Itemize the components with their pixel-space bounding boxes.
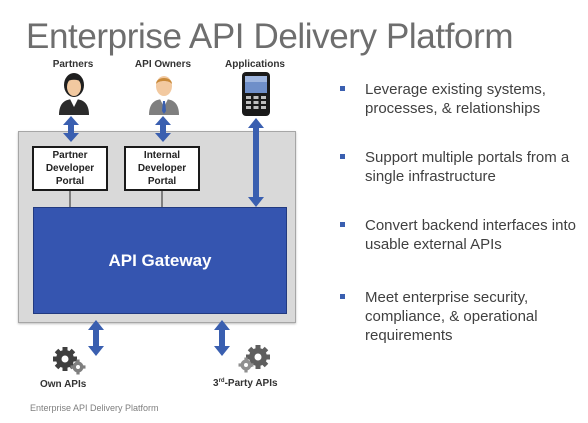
- bullet-text: Leverage existing systems, processes, & …: [365, 81, 546, 117]
- bullet-marker-icon: [340, 154, 345, 159]
- own-apis-gear-icon: [53, 347, 86, 375]
- caption: Enterprise API Delivery Platform: [30, 403, 159, 413]
- actor-label-applications: Applications: [224, 59, 285, 70]
- bullet-marker-icon: [340, 294, 345, 299]
- api-gateway: API Gateway: [33, 207, 287, 314]
- third-party-suffix: -Party APIs: [224, 378, 278, 389]
- third-party-apis-gear-icon: [238, 345, 270, 373]
- partner-developer-portal: Partner Developer Portal: [32, 146, 108, 191]
- mobile-phone-icon: [242, 72, 270, 116]
- partner-person-icon: [59, 73, 89, 115]
- bullet-marker-icon: [340, 86, 345, 91]
- page-title: Enterprise API Delivery Platform: [26, 17, 514, 56]
- bullet-item: Support multiple portals from a single i…: [340, 148, 586, 186]
- api-owner-person-icon: [149, 76, 179, 115]
- partner-portal-connector: [69, 191, 71, 207]
- actor-label-partners: Partners: [52, 59, 94, 70]
- third-party-apis-arrow: [214, 320, 230, 356]
- third-party-prefix: 3: [213, 378, 219, 389]
- bullet-item: Convert backend interfaces into usable e…: [340, 216, 586, 254]
- own-apis-arrow: [88, 320, 104, 356]
- bullet-text: Convert backend interfaces into usable e…: [365, 217, 576, 253]
- bullet-text: Support multiple portals from a single i…: [365, 149, 570, 185]
- internal-portal-connector: [161, 191, 163, 207]
- own-apis-label: Own APIs: [40, 379, 87, 390]
- bullet-item: Leverage existing systems, processes, & …: [340, 80, 586, 118]
- internal-developer-portal: Internal Developer Portal: [124, 146, 200, 191]
- bullet-text: Meet enterprise security, compliance, & …: [365, 289, 538, 344]
- bullet-item: Meet enterprise security, compliance, & …: [340, 288, 586, 345]
- third-party-apis-label: 3rd-Party APIs: [213, 378, 278, 389]
- bullet-marker-icon: [340, 222, 345, 227]
- actor-label-api-owners: API Owners: [134, 59, 192, 70]
- third-party-superscript: rd: [218, 378, 225, 384]
